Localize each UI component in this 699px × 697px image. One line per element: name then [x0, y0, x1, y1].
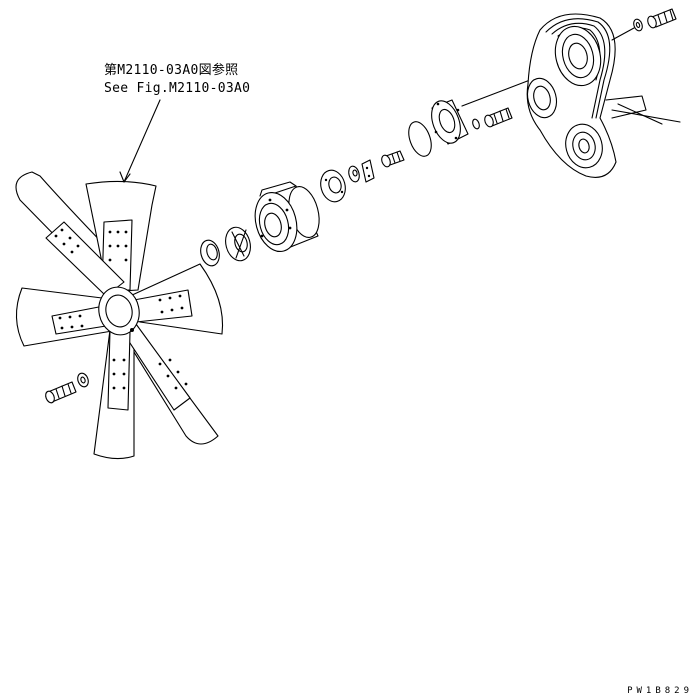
pulley-adapter — [320, 169, 346, 203]
fan-hub-bore — [105, 294, 133, 328]
fan-mounting-washer — [77, 372, 89, 388]
hub-bolt — [381, 150, 405, 168]
lock-plate — [361, 159, 375, 183]
fan-assembly — [15, 171, 224, 460]
fan-spider-arm-bottom — [107, 329, 131, 411]
assembly-centerline — [461, 79, 531, 107]
mounting-flange — [431, 99, 469, 145]
fan-rivet-holes — [54, 228, 188, 390]
o-ring — [408, 121, 432, 157]
drawing-code: PW1B829 — [627, 686, 693, 696]
alternator-pulley — [565, 123, 603, 169]
pulley-spacer — [225, 226, 251, 262]
belt-bolt — [647, 8, 677, 29]
flange-bolt — [484, 107, 513, 128]
fan-mounting-bolt — [45, 381, 77, 404]
callout-leader-line — [123, 99, 161, 183]
crank-pulley — [554, 25, 602, 87]
idler-pulley — [526, 77, 558, 119]
v-belt-drive — [526, 13, 681, 178]
figure-reference-japanese: 第M2110-03A0図参照 — [104, 63, 239, 78]
fan-pulley — [254, 181, 320, 252]
spacer-ring — [200, 239, 220, 267]
belt-washer — [633, 18, 643, 32]
flange-washer — [472, 118, 480, 130]
small-washer — [348, 165, 360, 183]
figure-reference-english: See Fig.M2110-03A0 — [104, 81, 251, 96]
